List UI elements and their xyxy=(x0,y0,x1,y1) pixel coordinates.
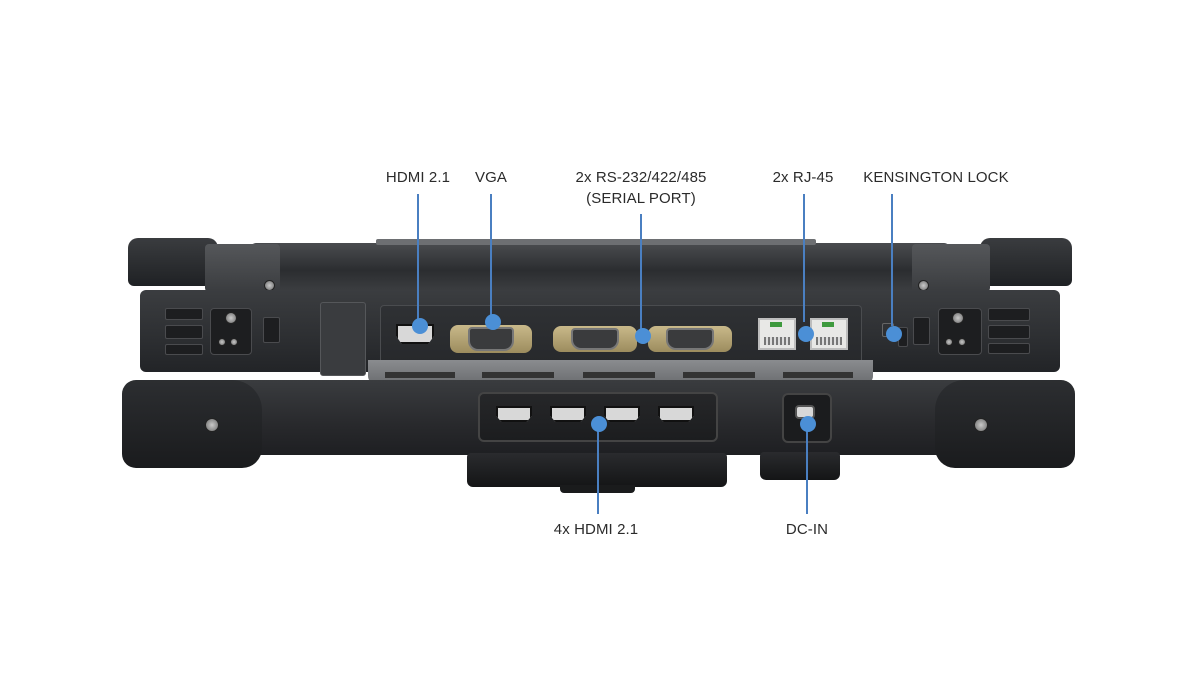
left-door xyxy=(320,302,366,376)
leader-line-hdmi xyxy=(417,194,419,322)
callout-label-serial-line1: 2x RS-232/422/485 xyxy=(575,169,707,186)
right-bumper-screw xyxy=(974,418,988,432)
callout-label-hdmi: HDMI 2.1 xyxy=(385,169,451,186)
hdmi-bay-port-4 xyxy=(658,406,694,422)
callout-dot-rj45 xyxy=(798,326,814,342)
rj45-port-2 xyxy=(810,318,848,350)
leader-line-kensington xyxy=(891,194,893,326)
serial-port-1 xyxy=(553,326,637,352)
right-hinge-cap xyxy=(980,238,1072,286)
callout-dot-hdmi xyxy=(412,318,428,334)
callout-dot-serial xyxy=(635,328,651,344)
lid-top-strip xyxy=(376,239,816,245)
battery-latch xyxy=(760,452,840,480)
callout-label-kensington: KENSINGTON LOCK xyxy=(863,169,1009,186)
leader-line-dcin xyxy=(806,426,808,514)
right-side-detail xyxy=(880,305,1040,365)
leader-line-serial xyxy=(640,214,642,334)
right-bumper xyxy=(935,380,1075,468)
leader-line-hdmi4 xyxy=(597,426,599,514)
callout-label-rj45: 2x RJ-45 xyxy=(772,169,834,186)
callout-label-dcin: DC-IN xyxy=(785,521,829,538)
callout-dot-dcin xyxy=(800,416,816,432)
left-side-detail xyxy=(160,305,310,365)
leader-line-vga xyxy=(490,194,492,320)
callout-dot-vga xyxy=(485,314,501,330)
left-bumper xyxy=(122,380,262,468)
hdmi-bay-port-3 xyxy=(604,406,640,422)
leader-line-rj45 xyxy=(803,194,805,322)
callout-dot-hdmi4 xyxy=(591,416,607,432)
callout-dot-kensington xyxy=(886,326,902,342)
serial-port-2 xyxy=(648,326,732,352)
left-bumper-screw xyxy=(205,418,219,432)
callout-label-serial-line2: (SERIAL PORT) xyxy=(586,190,696,207)
hdmi-bay-port-1 xyxy=(496,406,532,422)
rj45-port-1 xyxy=(758,318,796,350)
lid-hinge-bar xyxy=(250,243,950,293)
callout-label-hdmi4: 4x HDMI 2.1 xyxy=(553,521,639,538)
left-hinge-cap xyxy=(128,238,218,286)
callout-label-vga: VGA xyxy=(475,169,507,186)
hdmi-bay-port-2 xyxy=(550,406,586,422)
